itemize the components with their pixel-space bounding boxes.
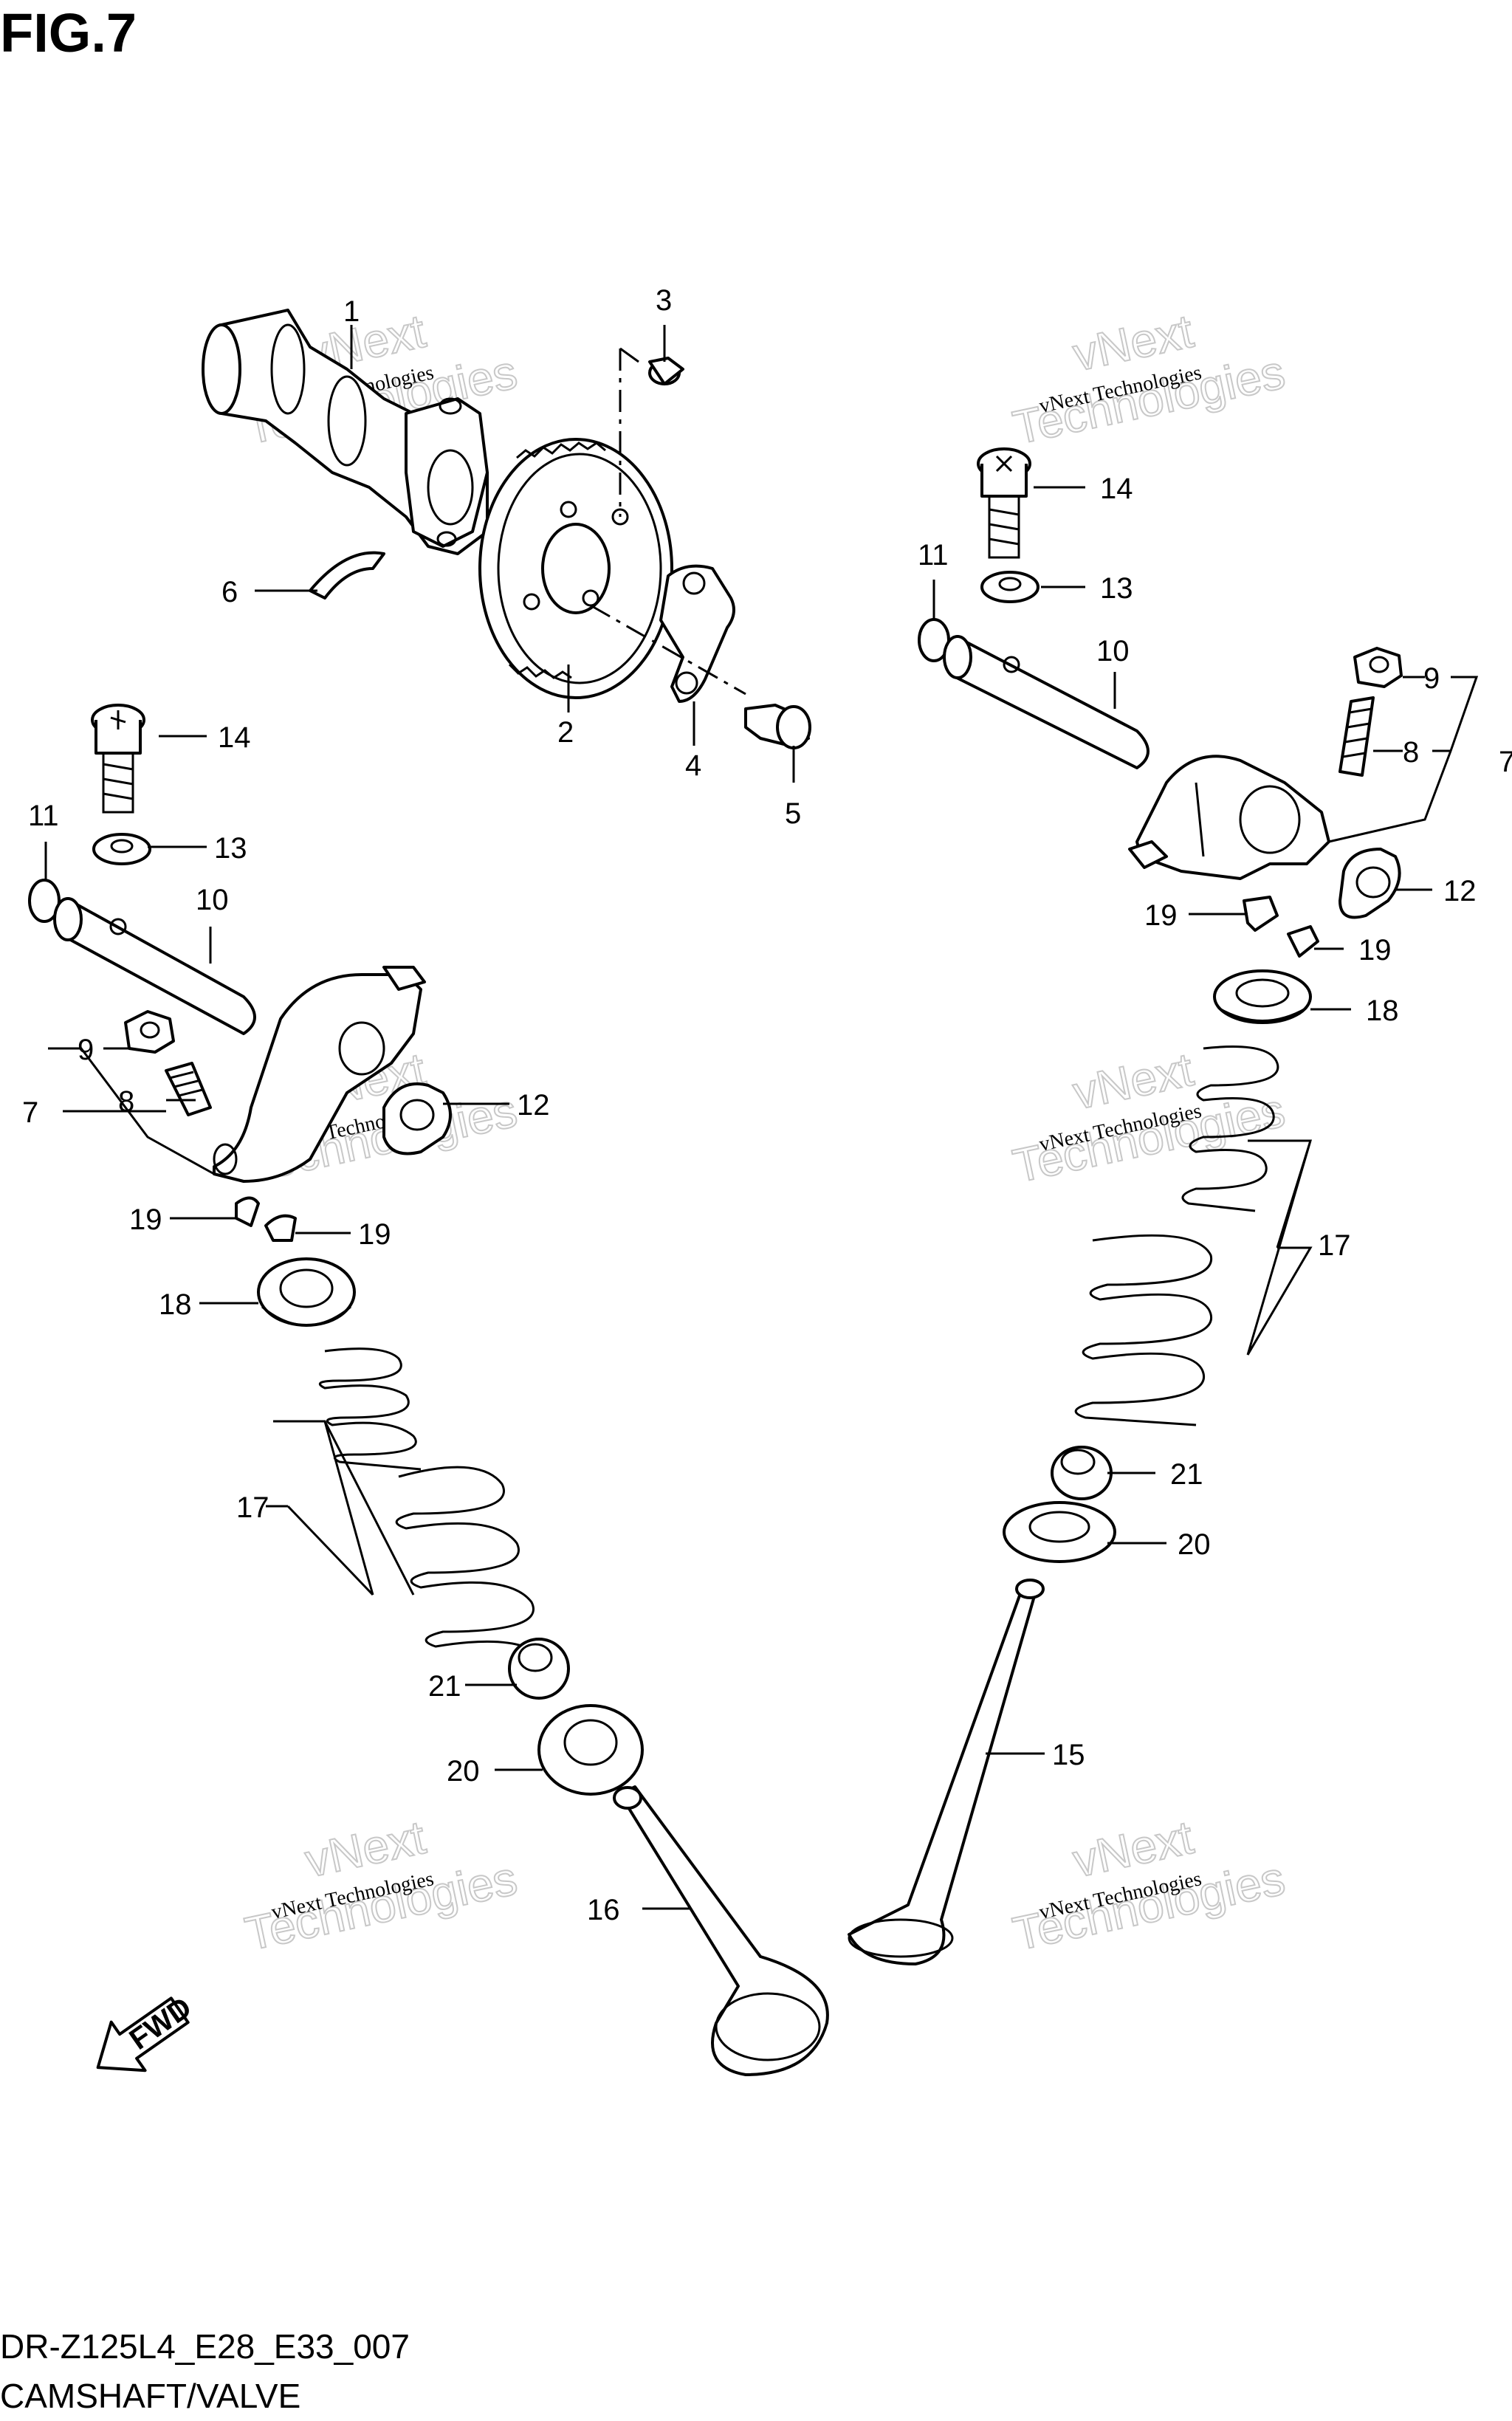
part-spring-retainer-18-right bbox=[1213, 969, 1312, 1024]
part-nut-9-left bbox=[124, 1010, 175, 1054]
part-camshaft bbox=[202, 309, 489, 555]
callout-3: 3 bbox=[656, 284, 672, 317]
watermark-bottom-left: Technologies vNext vNext Technologies bbox=[240, 1810, 522, 1962]
callout-8-left: 8 bbox=[118, 1085, 134, 1118]
part-rocker-arm-left bbox=[213, 966, 426, 1183]
part-washer-13-left bbox=[92, 833, 151, 865]
part-rocker-shaft-10-right bbox=[943, 635, 1150, 769]
callout-17-right: 17 bbox=[1318, 1229, 1351, 1262]
part-gasket-12-left bbox=[382, 1082, 452, 1155]
callout-18-left: 18 bbox=[159, 1288, 192, 1321]
part-exhaust-valve-16 bbox=[613, 1785, 829, 2076]
part-outer-spring-17b-right bbox=[1074, 1234, 1213, 1426]
part-spring-seat-20-left bbox=[537, 1704, 644, 1796]
part-bolt-14-right bbox=[977, 447, 1031, 559]
leader-lines bbox=[44, 325, 1479, 1910]
callout-5: 5 bbox=[785, 797, 801, 830]
part-rocker-shaft-10-left bbox=[53, 897, 256, 1035]
callout-13-right: 13 bbox=[1100, 572, 1133, 605]
section-name: CAMSHAFT/VALVE bbox=[0, 2377, 301, 2415]
callout-13-left: 13 bbox=[214, 832, 247, 865]
part-inner-spring-17a-left bbox=[318, 1347, 422, 1471]
callout-21-right: 21 bbox=[1170, 1458, 1203, 1491]
part-cam-sprocket bbox=[478, 438, 673, 699]
callout-9-left: 9 bbox=[78, 1034, 94, 1066]
part-cotter-19b-right bbox=[1287, 925, 1319, 958]
callout-7-left: 7 bbox=[22, 1096, 38, 1129]
callout-18-right: 18 bbox=[1366, 995, 1399, 1027]
callout-12-left: 12 bbox=[517, 1089, 550, 1122]
callout-14-right: 14 bbox=[1100, 473, 1133, 505]
callout-11-left: 11 bbox=[28, 800, 59, 832]
watermark-bottom-right: Technologies vNext vNext Technologies bbox=[1008, 1810, 1290, 1962]
callout-17-left: 17 bbox=[236, 1491, 269, 1524]
callout-6: 6 bbox=[221, 576, 238, 608]
callout-19a-right: 19 bbox=[1144, 899, 1178, 932]
callout-21-left: 21 bbox=[428, 1670, 461, 1703]
part-spring-retainer-18-left bbox=[257, 1257, 356, 1327]
part-plate bbox=[659, 564, 735, 703]
part-inner-spring-17a-right bbox=[1181, 1045, 1279, 1212]
callout-9-right: 9 bbox=[1423, 662, 1440, 695]
callout-19b-right: 19 bbox=[1358, 934, 1392, 966]
part-bolt-14-left bbox=[91, 704, 145, 814]
callout-14-left: 14 bbox=[218, 721, 251, 754]
part-cotter-19b-left bbox=[264, 1214, 297, 1242]
part-c-ring bbox=[309, 551, 385, 600]
callout-16: 16 bbox=[587, 1894, 620, 1926]
part-adjust-screw-8-right bbox=[1339, 696, 1375, 777]
callout-10-right: 10 bbox=[1096, 635, 1130, 667]
part-valve-seal-21-left bbox=[508, 1638, 570, 1700]
callout-19a-left: 19 bbox=[129, 1203, 162, 1236]
fwd-label: FWD bbox=[124, 1991, 198, 2056]
callout-2: 2 bbox=[557, 716, 574, 749]
callout-8-right: 8 bbox=[1403, 736, 1419, 769]
part-outer-spring-17b-left bbox=[395, 1466, 548, 1662]
callout-15: 15 bbox=[1052, 1739, 1085, 1771]
callout-19b-left: 19 bbox=[358, 1218, 391, 1251]
part-rocker-arm-right bbox=[1128, 755, 1330, 880]
watermark-top-right: Technologies vNext vNext Technologies bbox=[1008, 303, 1290, 456]
part-bolt-sprocket bbox=[744, 704, 811, 749]
part-valve-seal-21-right bbox=[1051, 1446, 1113, 1500]
part-nut-9-right bbox=[1353, 647, 1403, 688]
axis-line-plate bbox=[590, 604, 746, 696]
model-code: DR-Z125L4_E28_E33_007 bbox=[0, 2327, 410, 2366]
watermark-mid-right: Technologies vNext vNext Technologies bbox=[1008, 1042, 1290, 1194]
callout-10-left: 10 bbox=[196, 884, 229, 916]
part-cotter-19a-right bbox=[1243, 896, 1279, 932]
callout-1: 1 bbox=[343, 295, 360, 328]
part-gasket-12-right bbox=[1339, 848, 1401, 919]
callout-11-right: 11 bbox=[918, 539, 949, 571]
part-washer-13-right bbox=[980, 571, 1040, 603]
part-adjust-screw-8-left bbox=[165, 1062, 212, 1116]
part-o-ring-11-left bbox=[28, 879, 61, 923]
part-cotter-19a-left bbox=[235, 1196, 260, 1227]
callout-labels: 1 2 3 4 5 6 7 8 9 10 11 12 13 14 16 17 1… bbox=[22, 284, 1512, 1926]
part-intake-valve-15 bbox=[848, 1579, 1045, 1965]
fwd-arrow: FWD bbox=[96, 1991, 198, 2073]
part-spring-seat-20-right bbox=[1003, 1501, 1116, 1563]
callout-7-right: 7 bbox=[1499, 746, 1512, 778]
part-dowel-pin bbox=[648, 357, 684, 385]
callout-20-left: 20 bbox=[447, 1755, 480, 1788]
callout-20-right: 20 bbox=[1178, 1528, 1211, 1561]
callout-4: 4 bbox=[685, 749, 701, 782]
axis-line-pin-short bbox=[619, 347, 639, 363]
callout-12-right: 12 bbox=[1443, 875, 1477, 907]
figure-title: FIG.7 bbox=[0, 2, 137, 63]
